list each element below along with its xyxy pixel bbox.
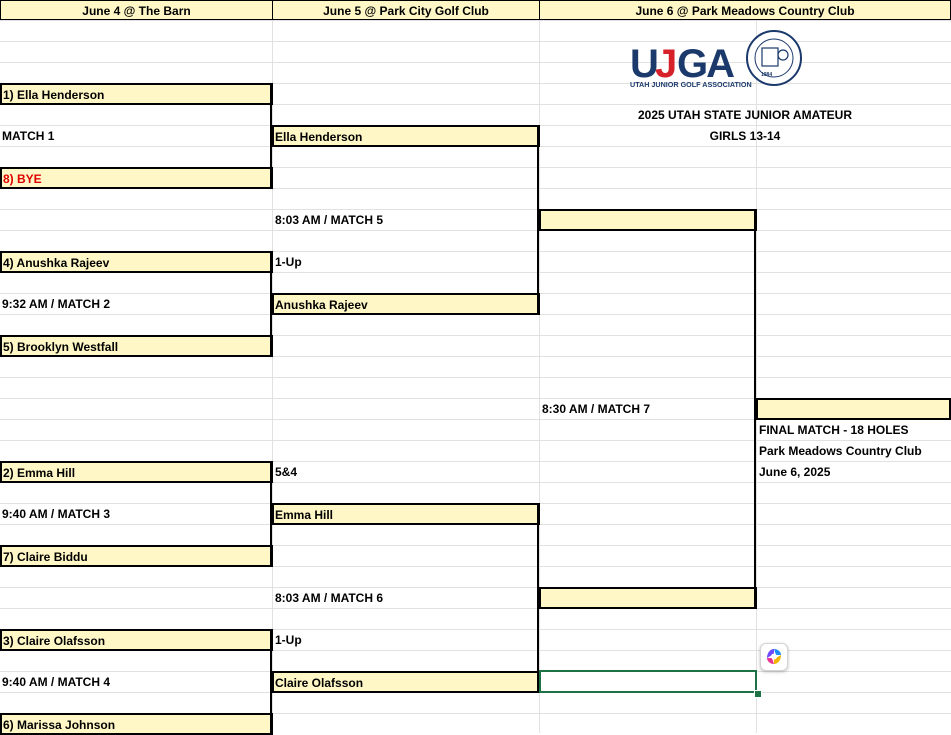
copilot-button[interactable] (760, 643, 788, 671)
connector-match-5 (537, 125, 539, 315)
seed-8-cell[interactable]: 8) BYE (0, 167, 273, 189)
grid-row-line (0, 608, 951, 609)
svg-text:J: J (655, 42, 675, 86)
match-6-label[interactable]: 8:03 AM / MATCH 6 (275, 591, 384, 605)
grid-row-line (0, 440, 951, 441)
final-date[interactable]: June 6, 2025 (759, 465, 831, 479)
grid-row-line (0, 167, 951, 168)
match-4-label[interactable]: 9:40 AM / MATCH 4 (2, 675, 111, 689)
grid-row-line (0, 419, 951, 420)
grid-row-line (0, 377, 951, 378)
seed-6-cell[interactable]: 6) Marissa Johnson (0, 713, 273, 735)
svg-text:GA: GA (677, 42, 734, 86)
round3-winner-1-cell[interactable] (539, 209, 757, 231)
ujga-logo: U J GA 1984 UTAH JUNIOR GOLF ASSOCIATION (628, 30, 803, 90)
grid-row-line (0, 104, 951, 105)
round3-winner-2-cell[interactable] (539, 587, 757, 609)
grid-row-line (0, 251, 951, 252)
seed-2-cell[interactable]: 2) Emma Hill (0, 461, 273, 483)
grid-row-line (0, 209, 951, 210)
grid-row-line (0, 62, 951, 63)
fill-handle[interactable] (754, 690, 762, 698)
grid-row-line (0, 629, 951, 630)
connector-match-6 (537, 503, 539, 693)
connector-match-1 (270, 83, 272, 189)
grid-row-line (0, 83, 951, 84)
grid-row-line (0, 587, 951, 588)
match-4-result[interactable]: 1-Up (275, 633, 302, 647)
column-header-june-4[interactable]: June 4 @ The Barn (0, 0, 273, 20)
connector-match-7 (754, 209, 756, 609)
ujga-logo-graphic: U J GA 1984 UTAH JUNIOR GOLF ASSOCIATION (630, 30, 802, 89)
event-title[interactable]: 2025 UTAH STATE JUNIOR AMATEUR (637, 108, 853, 122)
grid-row-line (0, 398, 951, 399)
round2-winner-3-cell[interactable]: Emma Hill (272, 503, 540, 525)
match-5-label[interactable]: 8:03 AM / MATCH 5 (275, 213, 384, 227)
column-header-june-5[interactable]: June 5 @ Park City Golf Club (272, 0, 540, 20)
grid-row-line (0, 230, 951, 231)
champion-cell[interactable] (756, 398, 951, 420)
round2-winner-2-cell[interactable]: Anushka Rajeev (272, 293, 540, 315)
match-3-result[interactable]: 5&4 (275, 465, 298, 479)
connector-match-4 (270, 629, 272, 733)
grid-row-line (0, 650, 951, 651)
svg-text:UTAH JUNIOR GOLF ASSOCIATION: UTAH JUNIOR GOLF ASSOCIATION (630, 80, 752, 89)
final-venue[interactable]: Park Meadows Country Club (759, 444, 922, 458)
round2-winner-1-cell[interactable]: Ella Henderson (272, 125, 540, 147)
seed-3-cell[interactable]: 3) Claire Olafsson (0, 629, 273, 651)
match-1-label[interactable]: MATCH 1 (2, 129, 55, 143)
copilot-icon (767, 649, 781, 664)
selected-cell[interactable] (539, 670, 757, 693)
match-2-result[interactable]: 1-Up (275, 255, 302, 269)
svg-text:U: U (630, 42, 657, 86)
grid-row-line (0, 188, 951, 189)
connector-match-3 (270, 461, 272, 567)
seed-1-cell[interactable]: 1) Ella Henderson (0, 83, 273, 105)
seed-4-cell[interactable]: 4) Anushka Rajeev (0, 251, 273, 273)
match-2-label[interactable]: 9:32 AM / MATCH 2 (2, 297, 111, 311)
round2-winner-4-cell[interactable]: Claire Olafsson (272, 671, 540, 693)
final-title[interactable]: FINAL MATCH - 18 HOLES (759, 423, 909, 437)
grid-row-line (0, 545, 951, 546)
grid-row-line (0, 356, 951, 357)
match-7-label[interactable]: 8:30 AM / MATCH 7 (542, 402, 651, 416)
grid-row-line (0, 482, 951, 483)
grid-row-line (0, 272, 951, 273)
grid-column-line (272, 20, 273, 733)
grid-row-line (0, 713, 951, 714)
grid-column-line (756, 20, 757, 733)
column-header-june-6[interactable]: June 6 @ Park Meadows Country Club (539, 0, 951, 20)
svg-text:1984: 1984 (761, 72, 772, 78)
match-3-label[interactable]: 9:40 AM / MATCH 3 (2, 507, 111, 521)
grid-row-line (0, 461, 951, 462)
grid-row-line (0, 20, 951, 21)
seed-5-cell[interactable]: 5) Brooklyn Westfall (0, 335, 273, 357)
grid-row-line (0, 566, 951, 567)
connector-match-2 (270, 251, 272, 357)
seed-7-cell[interactable]: 7) Claire Biddu (0, 545, 273, 567)
grid-row-line (0, 41, 951, 42)
grid-column-line (539, 20, 540, 733)
grid-row-line (0, 335, 951, 336)
event-division[interactable]: GIRLS 13-14 (709, 129, 781, 143)
